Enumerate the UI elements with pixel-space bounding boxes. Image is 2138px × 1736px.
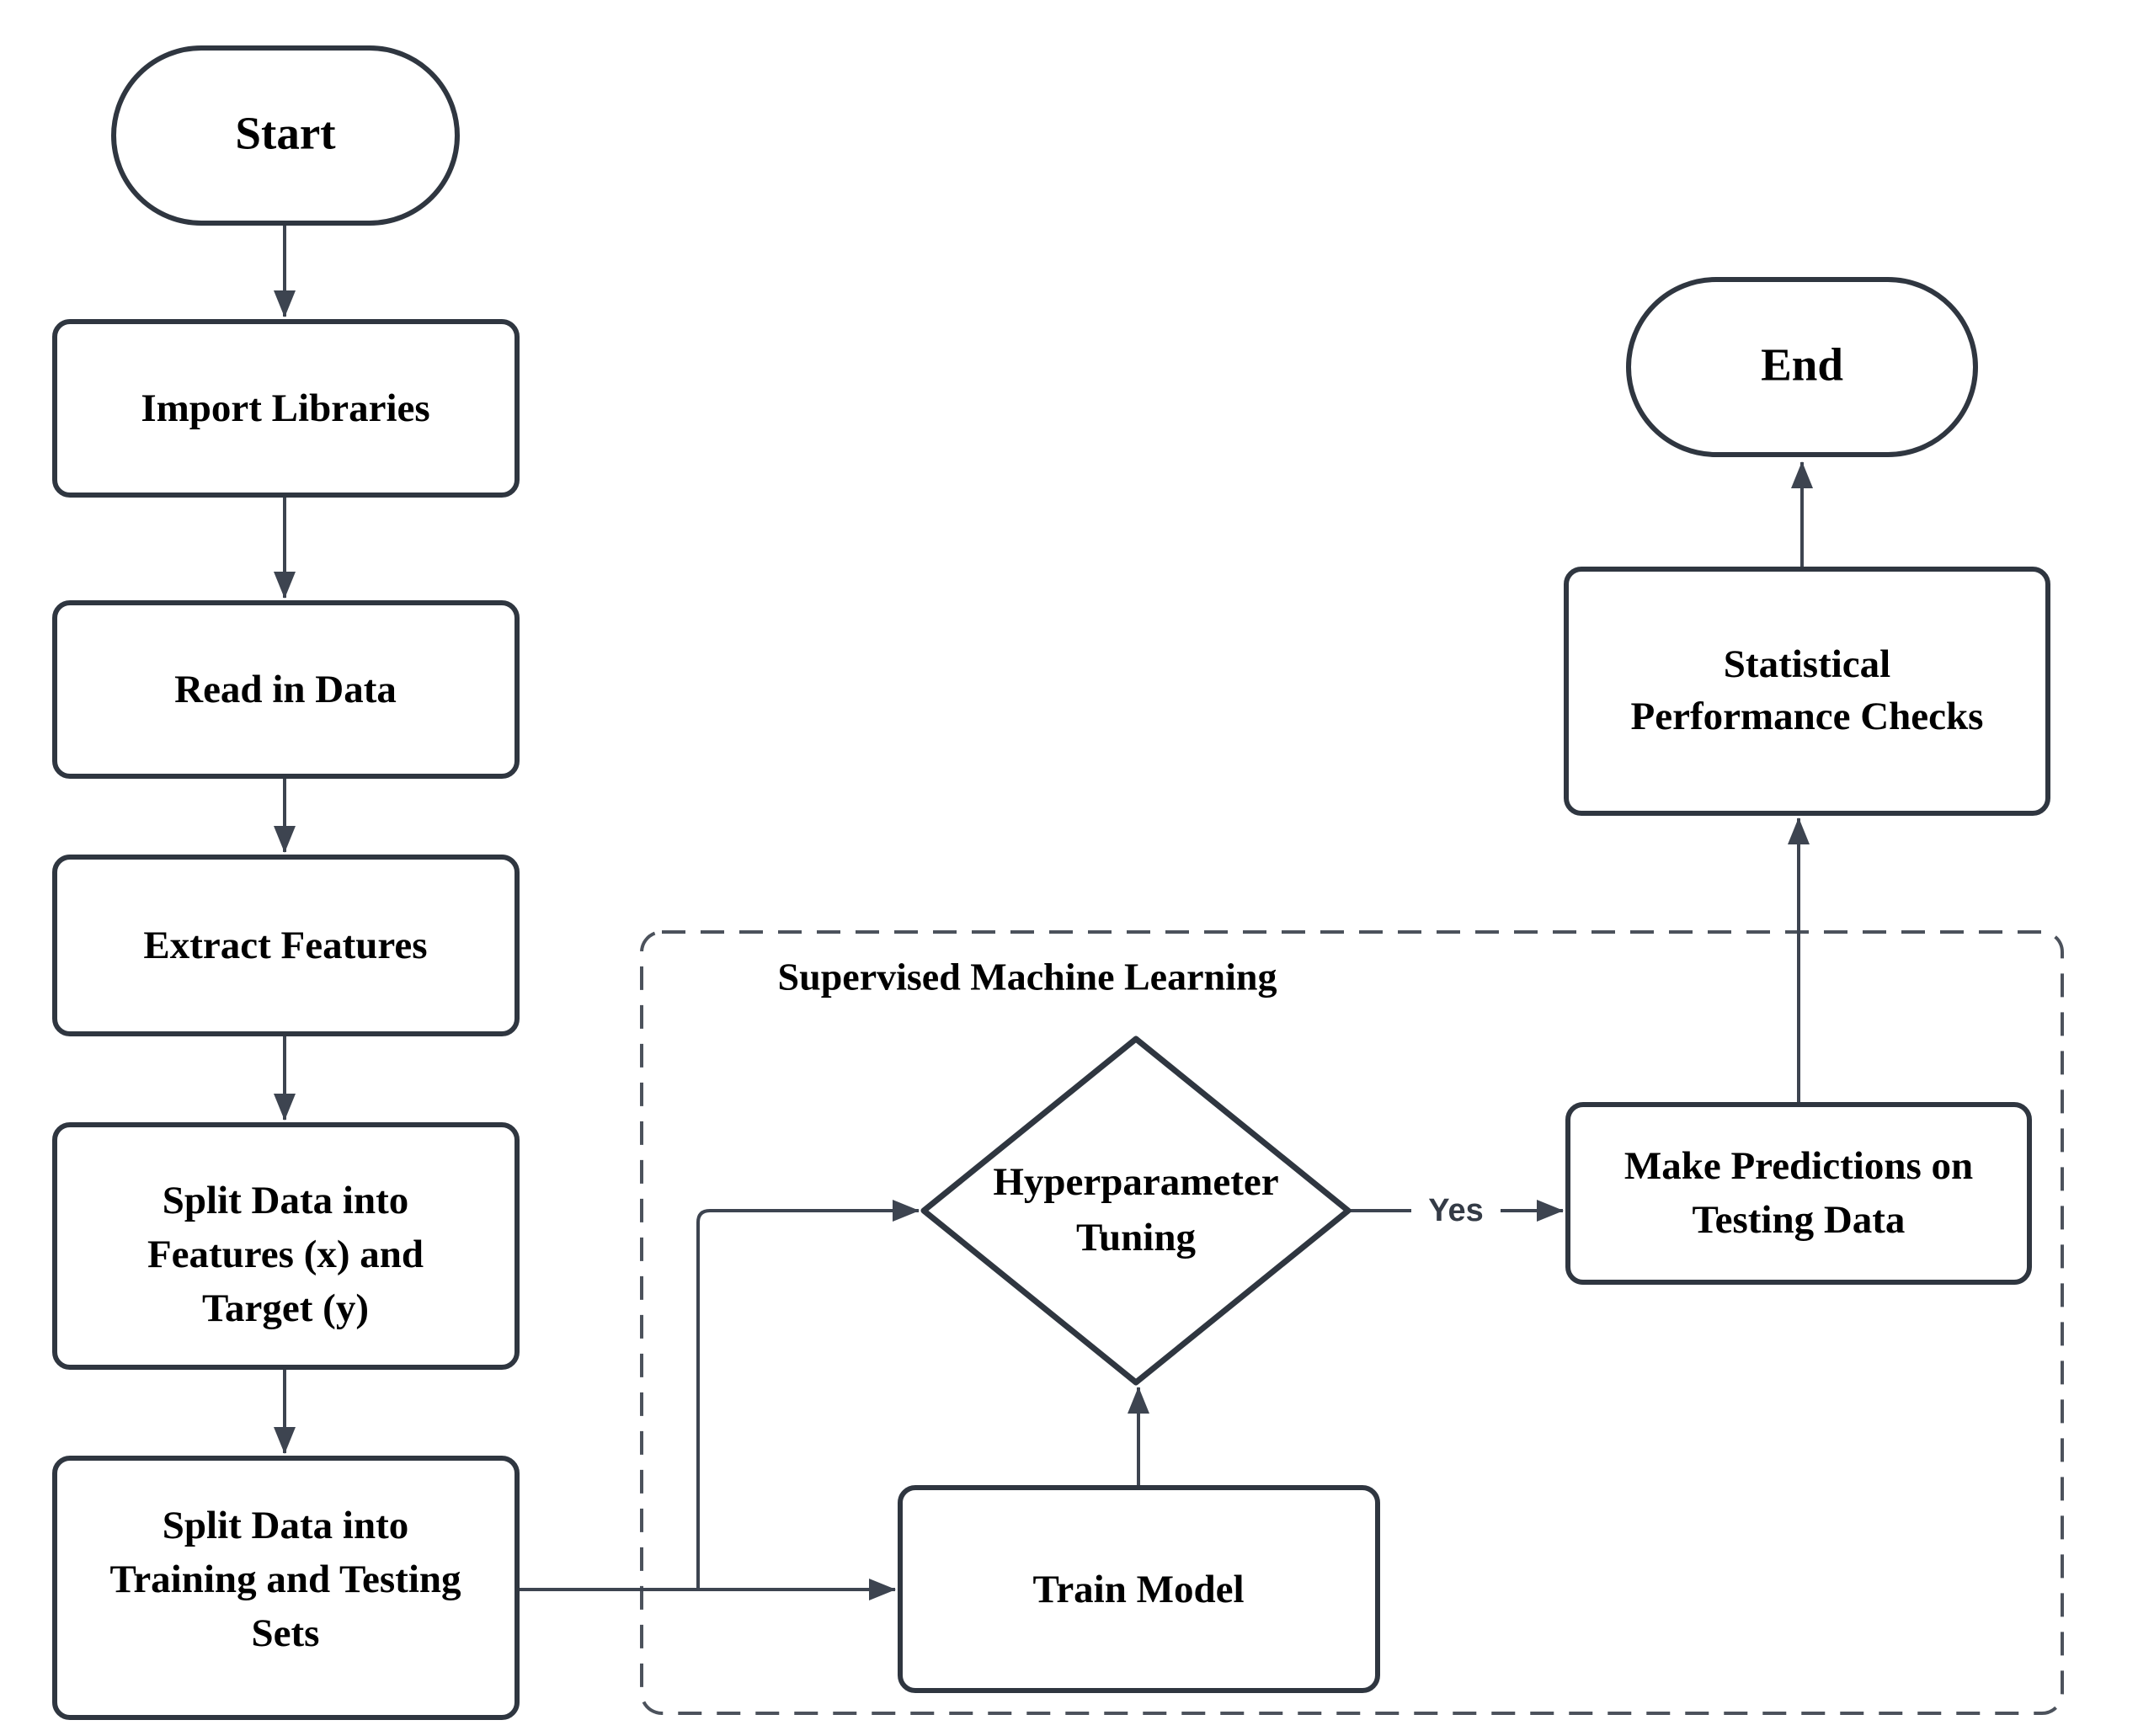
read-in-data-label: Read in Data <box>174 668 397 711</box>
start-node-label: Start <box>235 108 336 159</box>
train-model-label: Train Model <box>1032 1568 1244 1611</box>
split-train-test-node: Split Data into Training and Testing Set… <box>52 1456 520 1720</box>
split-train-test-label-line3: Sets <box>252 1611 320 1655</box>
train-model-node: Train Model <box>898 1485 1380 1693</box>
edge-branch-to-tuning <box>696 1200 920 1590</box>
hyperparameter-tuning-label-line2: Tuning <box>1076 1216 1197 1259</box>
edge-label-yes: Yes <box>1428 1193 1484 1228</box>
read-in-data-node: Read in Data <box>52 600 520 779</box>
import-libraries-label: Import Libraries <box>141 386 429 430</box>
extract-features-node: Extract Features <box>52 855 520 1036</box>
supervised-ml-container-title: Supervised Machine Learning <box>778 956 1277 998</box>
supervised-ml-container <box>640 930 2064 1715</box>
split-features-target-label-line1: Split Data into <box>163 1179 409 1222</box>
statistical-checks-label-line2: Performance Checks <box>1631 695 1984 738</box>
extract-features-label: Extract Features <box>143 924 427 967</box>
split-train-test-label-line1: Split Data into <box>163 1504 409 1547</box>
edge-label-mask <box>1411 1187 1501 1234</box>
import-libraries-node: Import Libraries <box>52 319 520 498</box>
split-features-target-label-line2: Features (x) and <box>147 1233 424 1276</box>
split-features-target-label-line3: Target (y) <box>202 1286 369 1330</box>
make-predictions-node: Make Predictions on Testing Data <box>1565 1102 2032 1285</box>
split-train-test-label-line2: Training and Testing <box>109 1558 461 1601</box>
hyperparameter-tuning-label-line1: Hyperparameter <box>993 1160 1278 1204</box>
hyperparameter-tuning-node: Hyperparameter Tuning <box>920 1036 1352 1386</box>
end-node-label: End <box>1761 339 1843 391</box>
make-predictions-label-line1: Make Predictions on <box>1624 1144 1973 1188</box>
start-node: Start <box>111 45 460 226</box>
statistical-checks-label-line1: Statistical <box>1724 642 1890 686</box>
make-predictions-label-line2: Testing Data <box>1693 1198 1906 1242</box>
split-features-target-node: Split Data into Features (x) and Target … <box>52 1122 520 1370</box>
end-node: End <box>1626 277 1978 457</box>
statistical-checks-node: Statistical Performance Checks <box>1564 567 2050 816</box>
